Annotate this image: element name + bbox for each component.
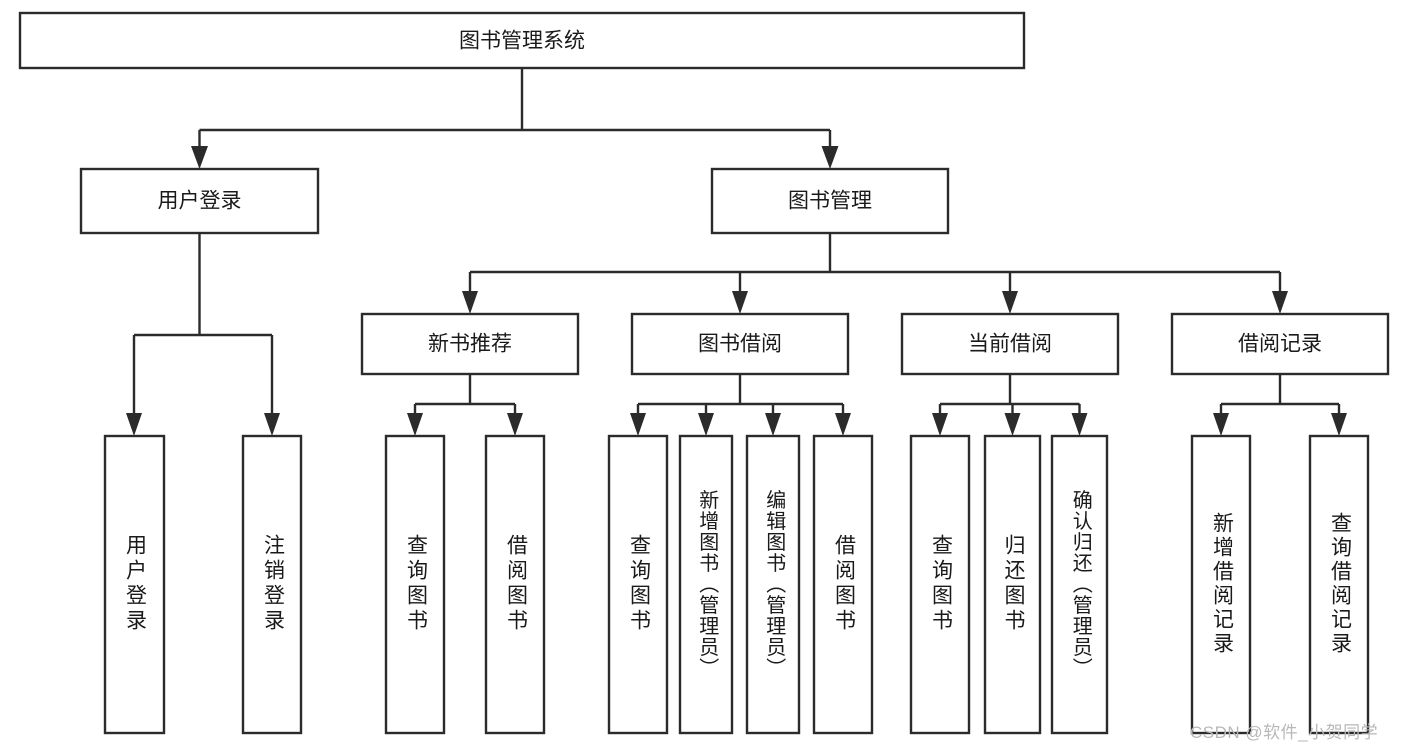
connector-bookmanage-trunk bbox=[468, 233, 1282, 296]
node-leaf-return-book[interactable]: 归还图书 bbox=[983, 434, 1042, 735]
node-borrow-record-box[interactable] bbox=[1170, 312, 1390, 376]
node-leaf-edit-book[interactable]: 编辑图书（管理员） bbox=[745, 434, 801, 735]
connector-bookborrow-trunk bbox=[636, 374, 845, 418]
node-leaf-add-book[interactable]: 新增图书（管理员） bbox=[678, 434, 734, 735]
node-leaf-borrow-book-rec[interactable]: 借阅图书 bbox=[484, 434, 546, 735]
node-root-label: 图书管理系统 bbox=[459, 30, 585, 53]
arrow-to-leaf-user-login bbox=[126, 413, 142, 436]
node-leaf-confirm-return[interactable]: 确认归还（管理员） bbox=[1050, 434, 1109, 735]
arrow-to-book-manage bbox=[821, 146, 839, 169]
node-leaf-borrow-book-bb-label: 借阅图书 bbox=[832, 534, 856, 634]
node-new-book-rec[interactable]: 新书推荐 bbox=[360, 312, 580, 376]
node-current-borrow-label: 当前借阅 bbox=[968, 333, 1052, 356]
arrow-to-leaf-add-record bbox=[1213, 413, 1229, 436]
node-leaf-confirm-return-box[interactable] bbox=[1050, 434, 1109, 735]
node-borrow-record-label: 借阅记录 bbox=[1238, 333, 1322, 356]
node-leaf-borrow-book-rec-box[interactable] bbox=[484, 434, 546, 735]
node-leaf-user-login-label: 用户登录 bbox=[123, 534, 147, 634]
node-leaf-query-record[interactable]: 查询借阅记录 bbox=[1308, 434, 1370, 735]
node-leaf-add-record[interactable]: 新增借阅记录 bbox=[1190, 434, 1252, 735]
arrow-to-leaf-query-book-bb bbox=[630, 413, 646, 436]
node-leaf-add-book-box[interactable] bbox=[678, 434, 734, 735]
node-leaf-confirm-return-label: 确认归还（管理员） bbox=[1069, 489, 1092, 678]
node-leaf-query-book-cb-label: 查询图书 bbox=[929, 534, 953, 634]
arrow-to-user-login bbox=[191, 146, 208, 169]
node-user-login[interactable]: 用户登录 bbox=[79, 167, 320, 235]
connector-borrowrecord-trunk bbox=[1219, 374, 1341, 418]
node-leaf-query-book-bb-label: 查询图书 bbox=[627, 534, 651, 634]
node-leaf-query-book-cb[interactable]: 查询图书 bbox=[909, 434, 971, 735]
arrow-to-leaf-edit-book bbox=[765, 413, 781, 436]
arrow-to-leaf-query-book-cb bbox=[932, 413, 948, 436]
node-new-book-rec-label: 新书推荐 bbox=[428, 333, 512, 356]
node-leaf-user-logout-box[interactable] bbox=[241, 434, 303, 735]
node-leaf-query-book-bb-box[interactable] bbox=[607, 434, 669, 735]
node-leaf-borrow-book-bb-box[interactable] bbox=[812, 434, 874, 735]
node-leaf-edit-book-label: 编辑图书（管理员） bbox=[763, 489, 786, 678]
node-leaf-user-logout-label: 注销登录 bbox=[261, 534, 285, 634]
node-root[interactable]: 图书管理系统 bbox=[18, 11, 1026, 70]
node-leaf-return-book-box[interactable] bbox=[983, 434, 1042, 735]
node-book-borrow-box[interactable] bbox=[630, 312, 850, 376]
arrow-to-leaf-borrow-book-rec bbox=[507, 413, 523, 436]
node-root-box[interactable] bbox=[18, 11, 1026, 70]
arrow-to-leaf-query-record bbox=[1331, 413, 1347, 436]
node-leaf-borrow-book-bb[interactable]: 借阅图书 bbox=[812, 434, 874, 735]
node-leaf-add-record-label: 新增借阅记录 bbox=[1210, 512, 1234, 656]
node-leaf-query-book-rec-label: 查询图书 bbox=[404, 534, 428, 634]
node-leaf-query-book-rec[interactable]: 查询图书 bbox=[384, 434, 446, 735]
node-leaf-user-login-box[interactable] bbox=[103, 434, 166, 735]
node-current-borrow[interactable]: 当前借阅 bbox=[900, 312, 1120, 376]
node-leaf-query-book-bb[interactable]: 查询图书 bbox=[607, 434, 669, 735]
node-leaf-return-book-label: 归还图书 bbox=[1002, 534, 1026, 634]
node-leaf-add-book-label: 新增图书（管理员） bbox=[696, 489, 719, 678]
arrowhead-layer bbox=[126, 146, 1347, 436]
node-borrow-record[interactable]: 借阅记录 bbox=[1170, 312, 1390, 376]
connector-newbookrec-trunk bbox=[413, 374, 517, 418]
arrow-to-current-borrow bbox=[1002, 291, 1018, 314]
node-leaf-user-logout[interactable]: 注销登录 bbox=[241, 434, 303, 735]
node-leaf-borrow-book-rec-label: 借阅图书 bbox=[504, 534, 528, 634]
arrow-to-leaf-add-book bbox=[698, 413, 714, 436]
connector-currentborrow-trunk bbox=[938, 374, 1081, 418]
connector-layer bbox=[132, 68, 1341, 418]
node-new-book-rec-box[interactable] bbox=[360, 312, 580, 376]
node-book-manage-label: 图书管理 bbox=[788, 190, 872, 213]
connector-userlogin-trunk bbox=[132, 233, 274, 418]
arrow-to-new-book-rec bbox=[462, 291, 478, 314]
node-leaf-query-record-label: 查询借阅记录 bbox=[1328, 512, 1352, 656]
arrow-to-leaf-user-logout bbox=[264, 413, 280, 436]
node-user-login-label: 用户登录 bbox=[158, 190, 242, 213]
arrow-to-leaf-return-book bbox=[1004, 413, 1021, 436]
node-leaf-query-book-rec-box[interactable] bbox=[384, 434, 446, 735]
node-book-manage[interactable]: 图书管理 bbox=[710, 167, 950, 235]
arrow-to-borrow-record bbox=[1272, 291, 1288, 314]
node-leaf-edit-book-box[interactable] bbox=[745, 434, 801, 735]
arrow-to-book-borrow bbox=[732, 291, 748, 314]
arrow-to-leaf-query-book-rec bbox=[407, 413, 423, 436]
arrow-to-leaf-confirm-return bbox=[1071, 413, 1088, 436]
node-book-borrow[interactable]: 图书借阅 bbox=[630, 312, 850, 376]
node-leaf-query-book-cb-box[interactable] bbox=[909, 434, 971, 735]
node-current-borrow-box[interactable] bbox=[900, 312, 1120, 376]
node-book-borrow-label: 图书借阅 bbox=[698, 333, 782, 356]
node-book-manage-box[interactable] bbox=[710, 167, 950, 235]
node-leaf-add-record-box[interactable] bbox=[1190, 434, 1252, 735]
node-leaf-query-record-box[interactable] bbox=[1308, 434, 1370, 735]
arrow-to-leaf-borrow-book-bb bbox=[835, 413, 851, 436]
node-leaf-user-login[interactable]: 用户登录 bbox=[103, 434, 166, 735]
connector-root-trunk bbox=[198, 68, 832, 152]
node-user-login-box[interactable] bbox=[79, 167, 320, 235]
